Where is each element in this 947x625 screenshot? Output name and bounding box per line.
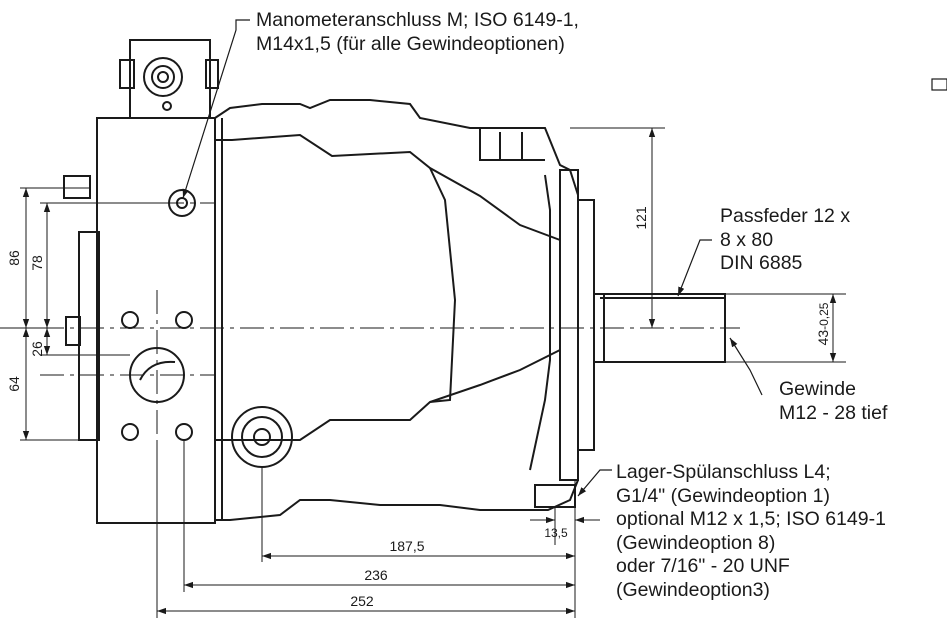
front-flange — [559, 169, 579, 481]
leader-gauge-port — [182, 19, 250, 199]
main-housing — [214, 99, 579, 521]
gauge-port-fitting — [129, 39, 211, 119]
thread-label: Gewinde M12 - 28 tief — [779, 378, 887, 425]
flush-port — [534, 484, 576, 508]
key-line-3: DIN 6885 — [720, 252, 803, 274]
dim-121: 121 — [633, 206, 649, 230]
dim-26: 26 — [29, 341, 45, 357]
dim-236: 236 — [364, 567, 388, 583]
dim-252: 252 — [350, 593, 374, 609]
flush-port-line-4: (Gewindeoption 8) — [616, 531, 776, 554]
dim-187-5: 187,5 — [389, 538, 424, 554]
dim-86: 86 — [6, 250, 22, 266]
key-line-2: 8 x 80 — [720, 228, 774, 251]
key-label: Passfeder 12 x 8 x 80 DIN 6885 — [720, 205, 850, 276]
flush-port-line-3: optional M12 x 1,5; ISO 6149-1 — [616, 508, 886, 530]
key-line-1: Passfeder 12 x — [720, 205, 851, 227]
dim-43-tolerance: -0,25 — [817, 302, 831, 330]
dim-43-value: 43 — [815, 330, 831, 346]
flush-port-label: Lager-Spülanschluss L4; G1/4" (Gewindeop… — [616, 461, 886, 602]
centerlines — [0, 202, 740, 470]
dim-78: 78 — [29, 255, 45, 271]
gauge-port-line-1: Manometeranschluss M; ISO 6149-1, — [256, 9, 579, 31]
cut-off-marker-icon — [931, 78, 947, 91]
dim-64: 64 — [6, 376, 22, 392]
leader-thread — [729, 337, 763, 396]
thread-line-1: Gewinde — [779, 378, 856, 400]
dim-13-5: 13,5 — [544, 526, 568, 540]
flush-port-line-1: Lager-Spülanschluss L4; — [616, 461, 831, 483]
leader-flush-port — [577, 469, 612, 497]
flush-port-line-5: oder 7/16" - 20 UNF — [616, 555, 790, 577]
rear-flange — [96, 117, 216, 524]
side-plug — [63, 175, 91, 199]
leader-key — [677, 239, 712, 297]
dim-43: 43-0,25 — [815, 302, 831, 345]
pump-body — [63, 39, 726, 524]
flush-port-line-2: G1/4" (Gewindeoption 1) — [616, 484, 830, 507]
gauge-port-line-2: M14x1,5 (für alle Gewindeoptionen) — [256, 32, 565, 55]
gauge-port-label: Manometeranschluss M; ISO 6149-1, M14x1,… — [256, 9, 579, 56]
thread-line-2: M12 - 28 tief — [779, 401, 888, 424]
flush-port-line-6: (Gewindeoption3) — [616, 578, 770, 601]
